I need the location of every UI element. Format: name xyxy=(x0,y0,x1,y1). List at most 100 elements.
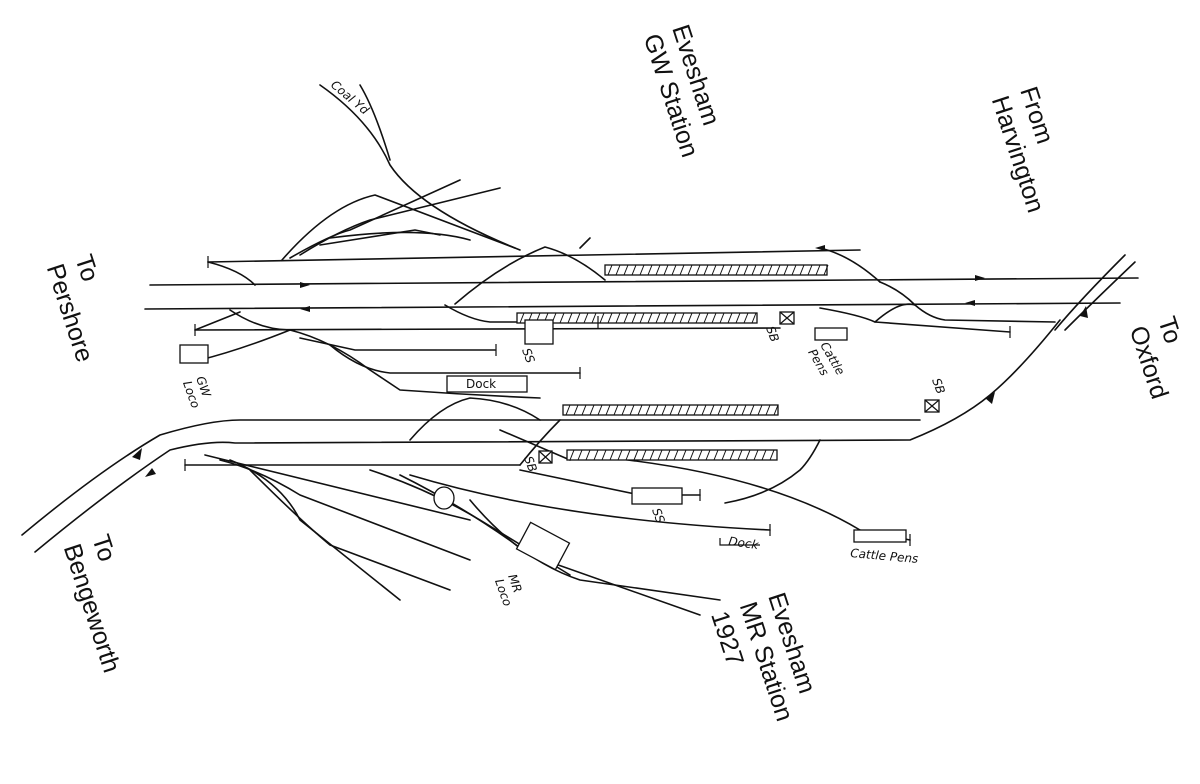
label-from-harvington: From Harvington xyxy=(986,83,1059,216)
arrow-bengeworth-2 xyxy=(145,468,156,477)
mr-siding-upper xyxy=(499,429,571,461)
platform-hatch-line xyxy=(661,404,667,416)
gw-platform-south xyxy=(516,312,758,324)
platform-hatch-line xyxy=(609,449,615,461)
platform-hatch-line xyxy=(729,449,735,461)
mr-dock-outline xyxy=(719,538,760,546)
platform-hatch-line xyxy=(631,312,637,324)
mr-cattle-siding xyxy=(579,454,911,541)
arrow-oxford xyxy=(1080,306,1088,318)
platform-hatch-line xyxy=(565,404,571,416)
mr-platform-hatching xyxy=(565,404,779,461)
label-mr-loco: MR Loco xyxy=(492,572,525,608)
platform-hatch-line xyxy=(623,264,629,276)
platform-hatch-line xyxy=(713,449,719,461)
mr-yard-2 xyxy=(219,459,471,561)
label-gw-loco: GW Loco xyxy=(180,374,214,410)
label-sb-gw: SB xyxy=(763,324,782,344)
platform-hatch-line xyxy=(769,449,775,461)
gw-siding-c xyxy=(444,304,601,323)
platform-hatch-line xyxy=(711,264,717,276)
platform-hatch-line xyxy=(745,449,751,461)
platform-hatch-line xyxy=(663,312,669,324)
gw-dock xyxy=(446,375,528,393)
label-sb-mr: SB xyxy=(521,454,540,474)
mr-loop xyxy=(409,397,541,441)
gw-loco-spur xyxy=(199,329,291,361)
platform-hatch-line xyxy=(709,404,715,416)
platform-hatch-line xyxy=(639,264,645,276)
platform-hatch-line xyxy=(669,404,675,416)
mr-goods-shed xyxy=(631,487,683,505)
mr-yard-3 xyxy=(229,459,401,601)
platform-hatch-line xyxy=(593,449,599,461)
gw-platform-loop xyxy=(819,247,881,283)
platform-hatch-line xyxy=(657,449,663,461)
mr-loco-shed xyxy=(515,521,571,571)
platform-hatch-line xyxy=(615,264,621,276)
label-cattle-pens-gw: Cattle Pens xyxy=(805,340,847,379)
platform-hatch-line xyxy=(717,404,723,416)
platform-hatch-line xyxy=(677,404,683,416)
platform-hatch-line xyxy=(607,312,613,324)
platform-hatch-line xyxy=(655,264,661,276)
mr-bengeworth-line-2 xyxy=(34,319,1061,553)
platform-hatch-line xyxy=(679,312,685,324)
platform-hatch-line xyxy=(687,264,693,276)
platform-hatch-line xyxy=(689,449,695,461)
gw-loco-shed xyxy=(179,344,209,364)
gw-lower-siding-2 xyxy=(194,311,241,331)
arrow-bengeworth xyxy=(132,448,142,460)
platform-hatch-line xyxy=(721,449,727,461)
gw-coal-siding xyxy=(319,84,521,251)
platform-hatch-line xyxy=(645,404,651,416)
platform-hatch-line xyxy=(711,312,717,324)
label-mr-loco-line1: MR xyxy=(505,572,525,594)
platform-hatch-line xyxy=(773,404,779,416)
buffer-stops xyxy=(184,256,1011,546)
gw-hump-mid xyxy=(454,246,606,305)
platform-hatch-line xyxy=(607,264,613,276)
small-labels: Coal Yd GW Loco SS SB Cattle Pens Dock S… xyxy=(180,78,948,609)
platform-hatch-line xyxy=(693,404,699,416)
platform-hatch-line xyxy=(591,312,597,324)
label-coal-yd: Coal Yd xyxy=(328,78,372,118)
platform-hatch-line xyxy=(761,449,767,461)
platform-hatch-line xyxy=(695,312,701,324)
platform-hatch-line xyxy=(519,312,525,324)
mr-yard-1 xyxy=(204,454,471,521)
label-sb-oxford: SB xyxy=(929,376,948,396)
gw-lower-siding xyxy=(194,327,781,331)
platform-hatch-line xyxy=(601,449,607,461)
direction-arrows xyxy=(132,245,1088,477)
platform-hatch-line xyxy=(765,404,771,416)
platform-hatch-line xyxy=(749,404,755,416)
platform-hatch-line xyxy=(767,264,773,276)
platform-hatch-line xyxy=(623,312,629,324)
platform-hatch-line xyxy=(597,404,603,416)
platform-hatch-line xyxy=(703,312,709,324)
platform-hatch-line xyxy=(629,404,635,416)
platform-hatch-line xyxy=(631,264,637,276)
platform-hatch-line xyxy=(743,312,749,324)
label-to-pershore: To Pershore xyxy=(41,251,104,365)
platform-hatch-line xyxy=(701,404,707,416)
platform-hatch-line xyxy=(599,312,605,324)
gw-east-siding-2 xyxy=(874,303,1056,323)
platform-hatch-line xyxy=(641,449,647,461)
mr-dock-siding xyxy=(409,474,771,531)
platform-hatch-line xyxy=(647,312,653,324)
gw-cattle-pens xyxy=(814,327,848,341)
platform-hatch-line xyxy=(719,312,725,324)
oxford-sb-cross xyxy=(924,399,940,413)
platform-hatch-line xyxy=(613,404,619,416)
mr-cattle-pens xyxy=(853,529,907,543)
label-to-bengeworth-line2: Bengeworth xyxy=(58,540,126,676)
label-ss-mr: SS xyxy=(649,506,667,525)
platform-hatch-line xyxy=(617,449,623,461)
platform-hatch-line xyxy=(673,449,679,461)
platform-hatch-line xyxy=(681,449,687,461)
platform-hatch-line xyxy=(615,312,621,324)
arrow-loop xyxy=(815,245,825,251)
platform-hatch-line xyxy=(653,404,659,416)
